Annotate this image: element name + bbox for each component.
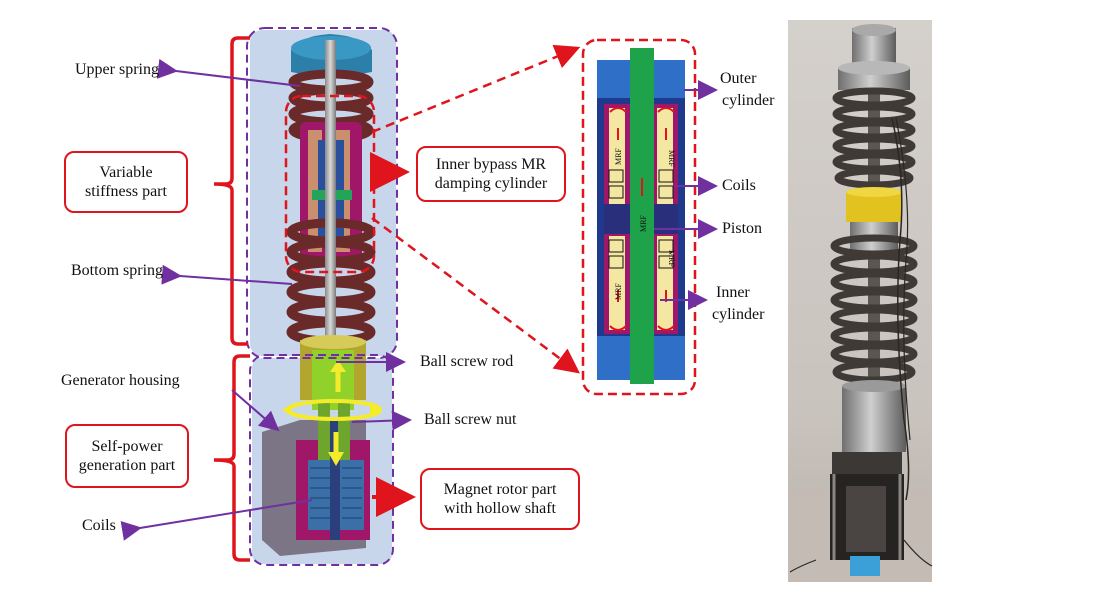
inner-cylinder-label-2: cylinder [712,306,765,323]
coils-right-label: Coils [722,177,756,194]
shaft [630,48,654,384]
mrf-label-4: MRF [667,250,676,267]
mrf-label-1: MRF [614,148,623,165]
lower-dashed-box [249,354,394,566]
zoom-line-top [371,44,581,134]
upper-spring-label: Upper spring [75,61,159,78]
cad-model [250,30,396,564]
outer-cylinder-label-2: cylinder [722,92,775,109]
damper-cross-section: MRF MRF MRF MRF MRF [581,38,697,396]
zoom-line-bottom [371,216,581,374]
variable-stiffness-box: Variable stiffness part [64,151,188,213]
bottom-spring-label: Bottom spring [71,262,164,279]
ball-screw-rod-label: Ball screw rod [420,353,514,370]
bottom-spring-leader [161,264,293,285]
prototype-photo [788,20,933,582]
ball-screw-nut-label: Ball screw nut [424,411,517,428]
mrf-label-2: MRF [667,150,676,167]
photo-upper-spring [832,87,916,189]
inner-bypass-box: Inner bypass MR damping cylinder [416,146,566,202]
motion-arrows [328,360,346,466]
outer-cylinder-label-1: Outer [720,70,757,87]
ball-screw-nut-leader [351,410,412,431]
photo-bottom-spring [830,234,918,384]
generator-housing-leader [231,389,280,432]
generator-housing-label: Generator housing [61,372,180,389]
mrf-label-3: MRF [614,283,623,300]
inner-cylinder-label-1: Inner [716,284,750,301]
ball-screw-rod [325,40,336,380]
upper-dashed-box [246,27,398,359]
mrf-label-5: MRF [639,215,648,232]
coils-left-leader [120,499,313,541]
coils-left-label: Coils [82,517,116,534]
upper-spring-leader [156,58,301,87]
self-power-box: Self-power generation part [65,424,189,488]
piston-label: Piston [722,220,763,237]
magnet-rotor-box: Magnet rotor part with hollow shaft [420,468,580,530]
mr-module-dashed-box [284,94,376,274]
lower-bracket [213,354,250,562]
upper-bracket [213,36,250,346]
